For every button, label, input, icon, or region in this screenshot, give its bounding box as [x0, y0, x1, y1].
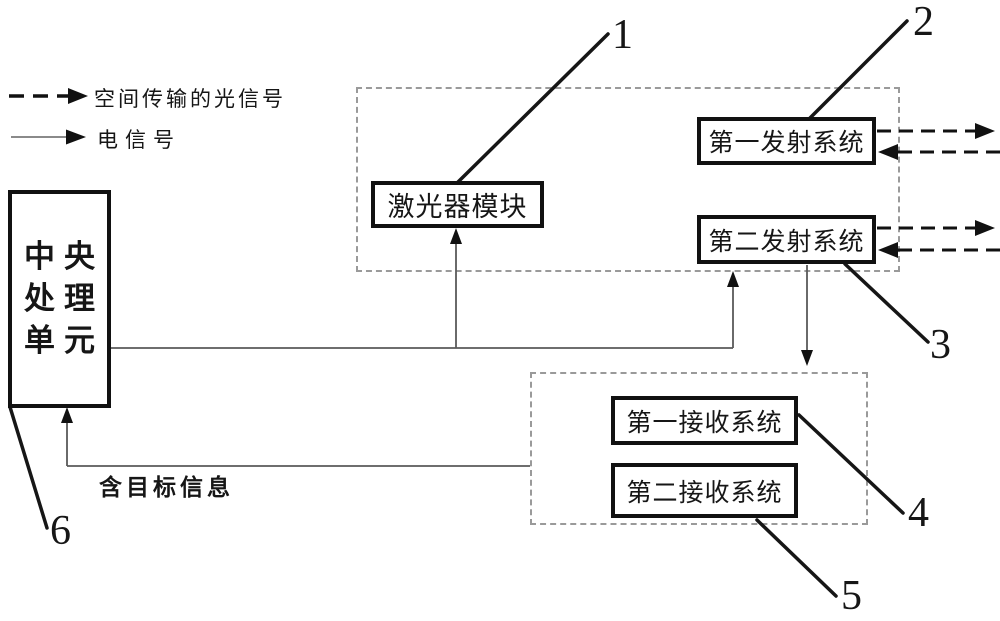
target-info-annotation: 含目标信息	[99, 474, 234, 501]
receiver-group-container	[530, 372, 868, 525]
transmitter-group-container	[356, 87, 900, 272]
ref-label-5: 5	[841, 573, 862, 619]
arrowhead-down-rx	[801, 350, 813, 366]
legend-optical-label: 空间传输的光信号	[94, 87, 286, 111]
legend-electrical-arrow-icon	[11, 129, 86, 145]
laser-module-box: 激光器模块	[371, 181, 544, 228]
leader-lines	[8, 19, 930, 598]
leader-ref-3	[843, 262, 930, 344]
leader-ref-1	[456, 32, 610, 184]
legend-optical-arrow-icon	[9, 88, 88, 104]
cpu-box-line2: 处理	[24, 281, 104, 317]
ref-label-2: 2	[913, 0, 934, 45]
ref-label-4: 4	[908, 490, 929, 536]
arrowhead-up-cpu	[61, 407, 73, 423]
leader-ref-2	[808, 19, 909, 120]
cpu-box-line1: 中央	[24, 239, 104, 275]
second-transmit-system-box: 第二发射系统	[697, 215, 876, 264]
ref-label-1: 1	[612, 12, 633, 58]
second-receive-system-box: 第二接收系统	[611, 463, 798, 518]
ref-label-3: 3	[930, 322, 951, 368]
first-receive-system-box: 第一接收系统	[611, 396, 798, 445]
arrowhead-up-tx2	[727, 271, 739, 287]
first-transmit-system-box: 第一发射系统	[697, 117, 876, 165]
arrowhead-up-laser	[450, 228, 462, 244]
leader-ref-5	[755, 518, 838, 598]
leader-ref-4	[797, 413, 905, 515]
optical-signal-arrows	[877, 123, 1000, 258]
ref-label-6: 6	[50, 508, 71, 554]
electrical-signal-lines	[66, 240, 808, 467]
leader-ref-6	[8, 405, 49, 530]
electrical-arrowheads	[61, 228, 813, 423]
cpu-box: 中央 处理 单元	[8, 190, 111, 408]
legend-electrical-label: 电信号	[97, 128, 181, 152]
cpu-box-line3: 单元	[24, 323, 104, 359]
